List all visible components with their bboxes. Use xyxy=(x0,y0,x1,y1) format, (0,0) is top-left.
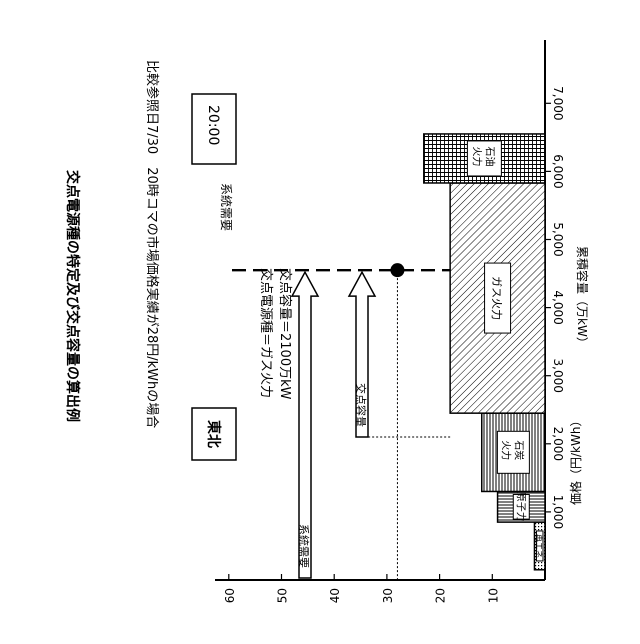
result-line-source: 交点電源種＝ガス火力 xyxy=(258,268,274,398)
supply-block-label: 火力 xyxy=(499,440,512,460)
time-label: 20:00 xyxy=(205,105,221,145)
result-line-capacity: 交点容量＝2100万kW xyxy=(277,268,293,400)
price-tick-label: 10 xyxy=(486,588,500,603)
demand-arrow-label: 系統需要 xyxy=(297,524,311,568)
figure-subtitle: 比較参照日7/30 20時コマの市場価格実績が28円/kWhの場合 xyxy=(144,60,160,428)
demand-arrow: 系統需要 xyxy=(292,272,318,578)
supply-block-label: 火力 xyxy=(470,146,483,166)
supply-block: 原子力 xyxy=(498,491,545,522)
capacity-tick-label: 5,000 xyxy=(551,222,565,256)
x-axis-title: 累積容量（万kW） xyxy=(575,246,590,349)
intersection-point xyxy=(390,263,404,277)
price-tick-label: 60 xyxy=(223,588,237,603)
capacity-tick-label: 3,000 xyxy=(551,359,565,393)
supply-block: ガス火力 xyxy=(450,183,545,413)
supply-block-label: 再エネ xyxy=(535,534,544,558)
capacity-tick-label: 7,000 xyxy=(551,86,565,120)
region-box: 東北 xyxy=(192,408,236,460)
supply-block-label: 石油 xyxy=(483,146,496,166)
supply-block: 石油火力 xyxy=(424,134,545,183)
figure-title: 交点電源種の特定及び交点容量の算出例 xyxy=(64,170,81,422)
supply-block-label: ガス火力 xyxy=(490,276,503,320)
price-tick-label: 40 xyxy=(328,588,342,603)
intersection-arrow: 交点容量 xyxy=(349,272,375,437)
capacity-tick-label: 4,000 xyxy=(551,290,565,324)
supply-block-label: 原子力 xyxy=(514,492,527,522)
intersection-arrow-label: 交点容量 xyxy=(354,383,368,427)
price-tick-label: 20 xyxy=(434,588,448,603)
region-label: 東北 xyxy=(205,420,222,448)
time-box: 20:00 xyxy=(192,94,236,164)
y-axis-title: 価格（円/kWh） xyxy=(568,415,583,505)
capacity-tick-label: 6,000 xyxy=(551,154,565,188)
capacity-tick-label: 2,000 xyxy=(551,427,565,461)
demand-line-label: 系統需要 xyxy=(219,183,233,231)
supply-block-label: 石炭 xyxy=(512,440,524,460)
supply-block: 石炭火力 xyxy=(482,413,545,491)
price-tick-label: 30 xyxy=(381,588,395,603)
price-tick-label: 50 xyxy=(276,588,290,603)
capacity-tick-label: 1,000 xyxy=(551,495,565,529)
supply-block: 再エネ xyxy=(534,522,545,570)
